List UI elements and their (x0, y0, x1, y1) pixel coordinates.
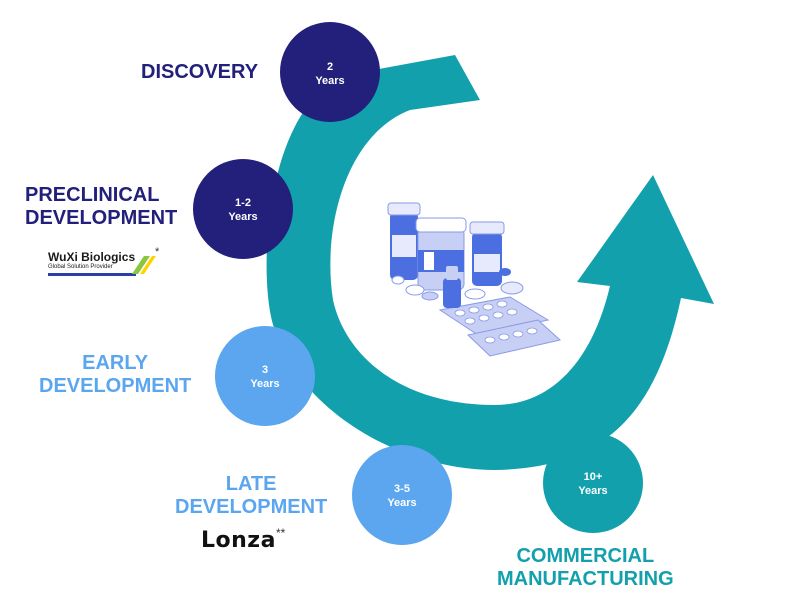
stage-label-commercial: COMMERCIAL MANUFACTURING (497, 545, 674, 590)
early-duration-value: 3 (262, 364, 268, 376)
stage-label-early: EARLY DEVELOPMENT (39, 352, 192, 397)
wuxi-logo-chevron-icon (132, 256, 156, 274)
stage-label-preclinical: PRECLINICAL DEVELOPMENT (25, 184, 178, 229)
wuxi-logo-bar (48, 273, 136, 276)
wuxi-biologics-logo: WuXi Biologics Global Solution Provider … (48, 246, 163, 282)
preclinical-duration-unit: Years (228, 211, 257, 223)
commercial-duration-unit: Years (578, 485, 607, 497)
stage-label-discovery: DISCOVERY (141, 61, 259, 83)
late-duration-unit: Years (387, 497, 416, 509)
discovery-duration-value: 2 (327, 61, 333, 73)
discovery-duration-unit: Years (315, 75, 344, 87)
stage-circle-discovery: 2 Years (280, 22, 380, 122)
stage-circle-late: 3-5 Years (352, 445, 452, 545)
wuxi-logo-name: WuXi Biologics (48, 250, 136, 264)
lonza-footnote-mark: ** (275, 526, 286, 540)
medicine-bottles-icon (387, 202, 562, 357)
commercial-duration-value: 10+ (584, 471, 603, 483)
cycle-arrow (266, 55, 714, 470)
stage-circle-preclinical: 1-2 Years (193, 159, 293, 259)
preclinical-duration-value: 1-2 (235, 197, 251, 209)
lonza-logo: Lonza** (201, 526, 286, 553)
stage-label-late: LATE DEVELOPMENT (175, 473, 328, 518)
stage-circle-early: 3 Years (215, 326, 315, 426)
wuxi-logo-tagline: Global Solution Provider (48, 264, 113, 270)
late-duration-value: 3-5 (394, 483, 410, 495)
early-duration-unit: Years (250, 378, 279, 390)
wuxi-footnote-mark: * (155, 246, 160, 258)
lonza-logo-name: Lonza (201, 528, 276, 553)
stage-circle-commercial: 10+ Years (543, 433, 643, 533)
